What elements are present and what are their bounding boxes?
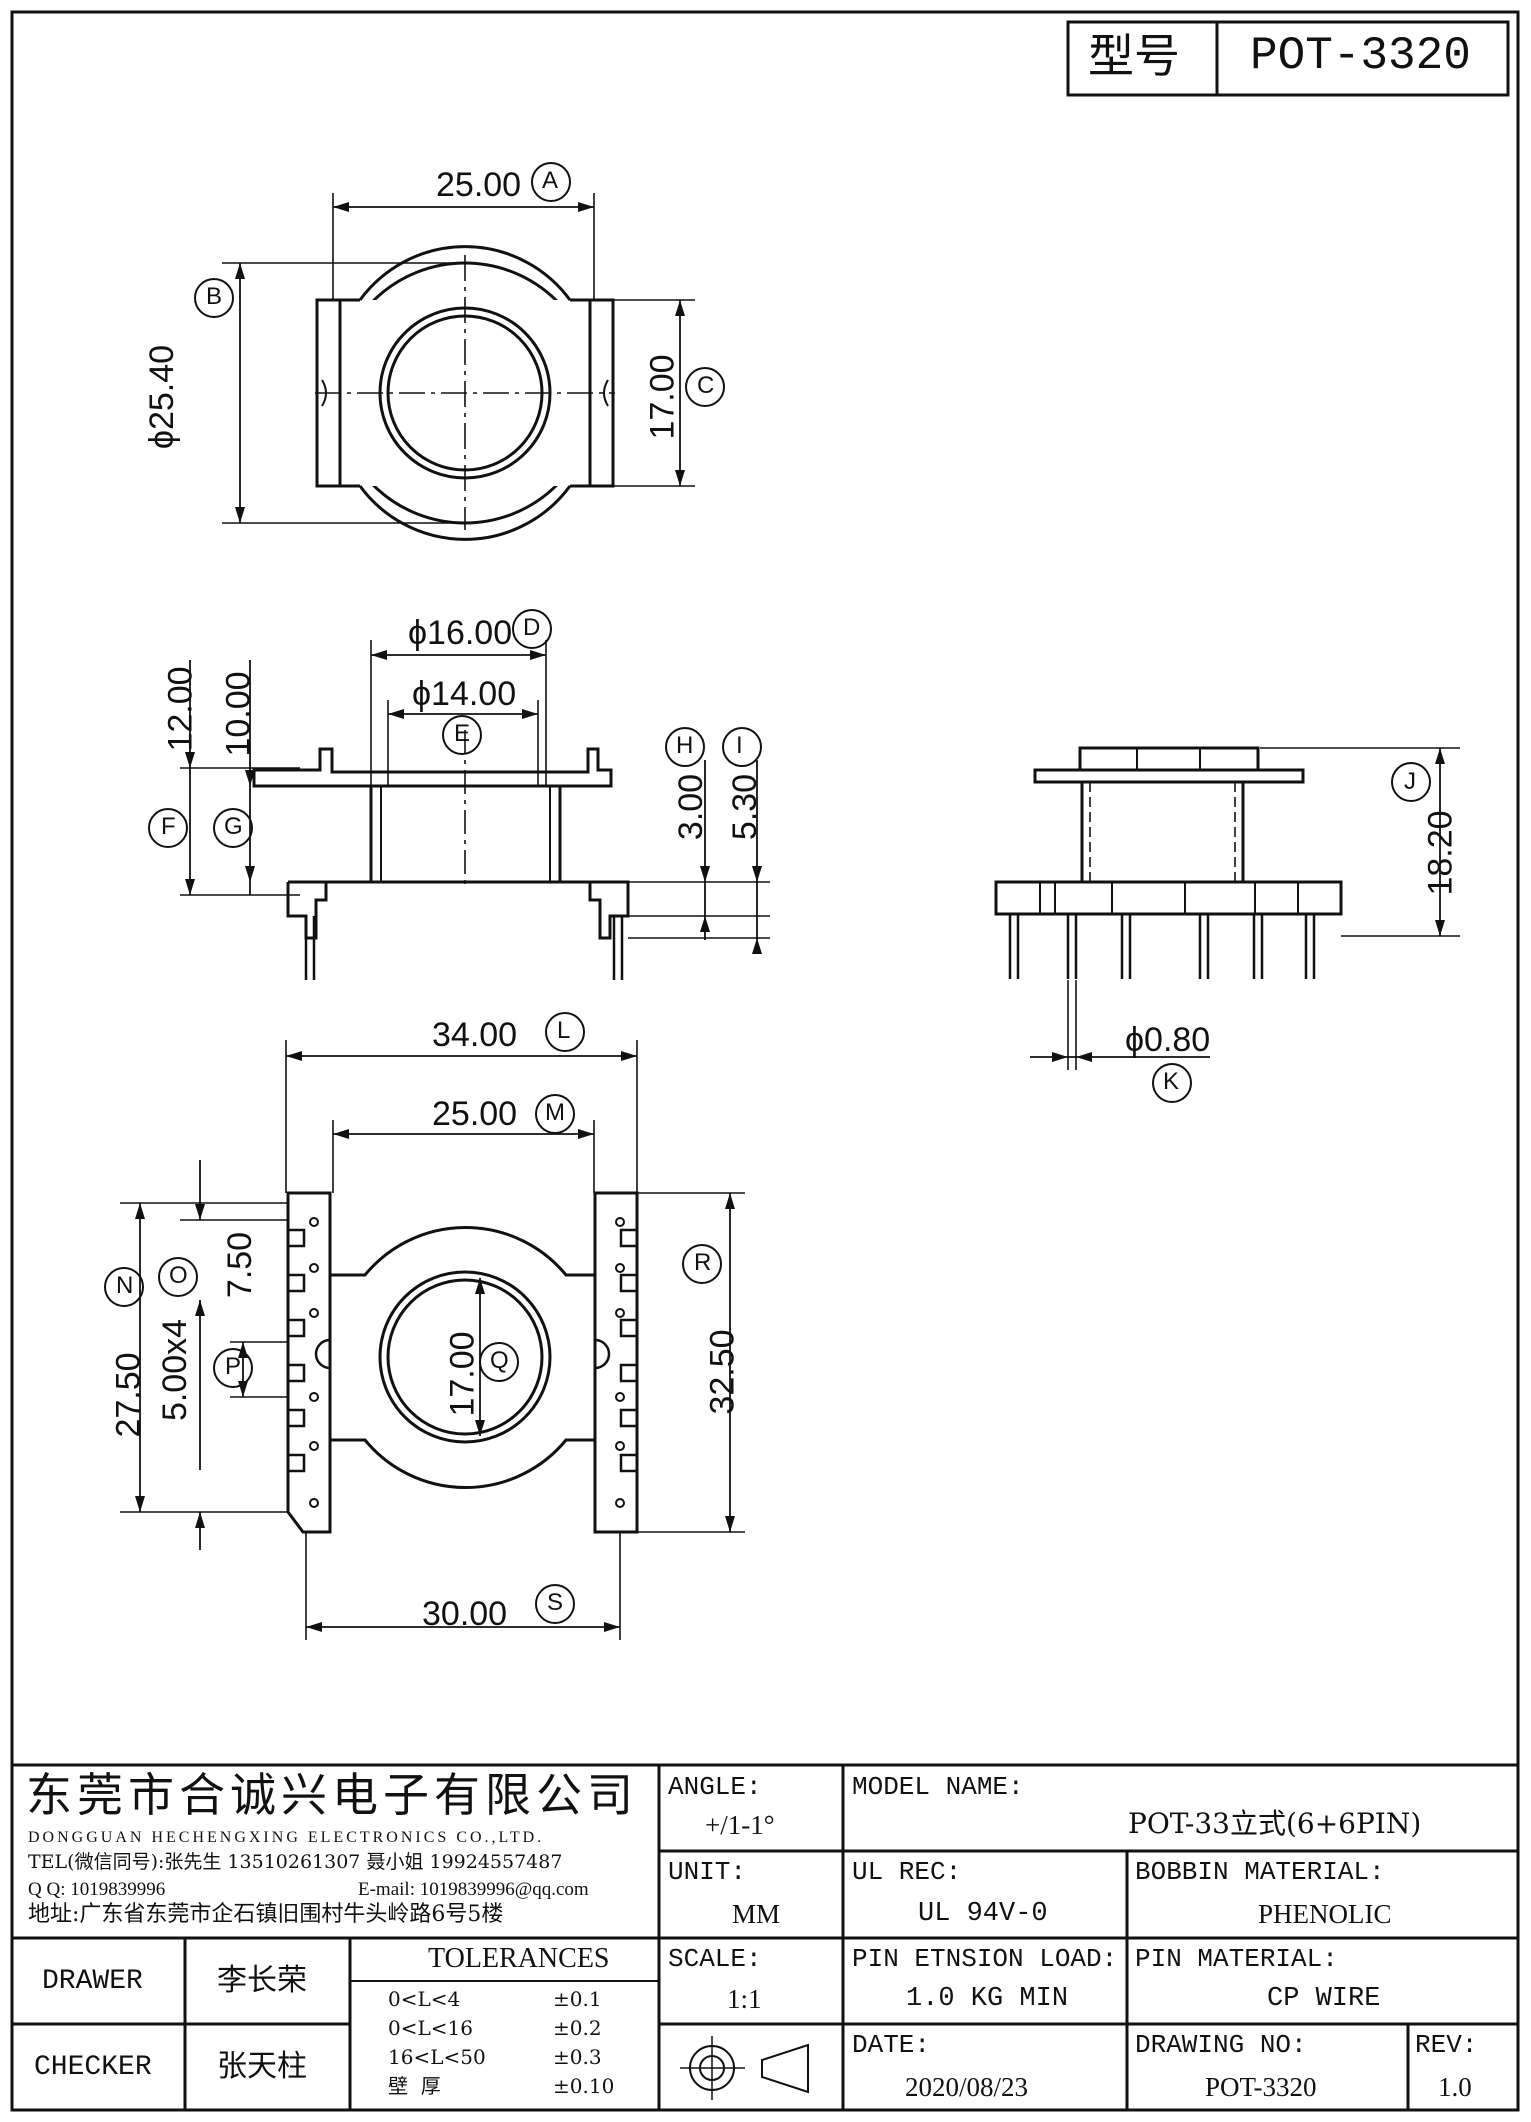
model-name-label: MODEL NAME: — [852, 1772, 1024, 1802]
company-tel: TEL(微信同号):张先生 13510261307 聂小姐 1992455748… — [28, 1851, 563, 1873]
scale-label: SCALE: — [668, 1944, 762, 1974]
tolerances-title: TOLERANCES — [428, 1943, 610, 1974]
date-label: DATE: — [852, 2030, 931, 2060]
model-header-label: 型号 — [1088, 29, 1180, 83]
unit-label: UNIT: — [668, 1857, 747, 1887]
dim-bot-w25: 25.00 — [432, 1095, 518, 1133]
company-address: 地址:广东省东莞市企石镇旧围村牛头岭路6号5楼 — [28, 1902, 504, 1927]
projection-symbol-icon — [680, 2036, 809, 2100]
tag-g: G — [224, 813, 243, 840]
tol-range-2: 0<L<16 — [388, 2016, 473, 2040]
tag-r: R — [694, 1249, 712, 1276]
drawing-no-value: POT-3320 — [1205, 2072, 1317, 2102]
tag-h: H — [676, 732, 694, 759]
tag-d: D — [523, 614, 541, 641]
tag-a: A — [542, 167, 559, 194]
tol-value-1: ±0.1 — [553, 1987, 602, 2011]
tag-n: N — [116, 1272, 134, 1299]
tag-l: L — [557, 1017, 571, 1044]
drawing-no-label: DRAWING NO: — [1135, 2030, 1307, 2060]
tol-value-4: ±0.10 — [553, 2074, 615, 2098]
dim-side-h3: 3.00 — [672, 773, 711, 841]
tag-j: J — [1404, 768, 1416, 795]
tol-value-3: ±0.3 — [553, 2045, 602, 2069]
side-view — [180, 640, 770, 980]
tol-range-4: 壁 厚 — [388, 2074, 441, 2098]
tol-value-2: ±0.2 — [553, 2016, 602, 2040]
outer-border — [10, 10, 1520, 2112]
dim-bot-h75: 7.50 — [221, 1231, 260, 1299]
bottom-view — [120, 1040, 745, 1640]
dim-bot-h17: 17.00 — [443, 1331, 482, 1417]
angle-value: +/1-1° — [705, 1810, 775, 1840]
header-box — [1066, 20, 1510, 97]
dim-bot-pitch: 5.00x4 — [156, 1318, 195, 1422]
dim-side-h10: 10.00 — [219, 671, 258, 757]
rev-value: 1.0 — [1438, 2072, 1472, 2102]
dimension-tag-circles — [104, 162, 1431, 1624]
top-view — [222, 193, 695, 541]
dim-pin-dia: ϕ0.80 — [1125, 1021, 1211, 1059]
tag-b: B — [206, 283, 223, 310]
unit-value: MM — [732, 1899, 781, 1929]
pin-load-value: 1.0 KG MIN — [906, 1984, 1069, 2014]
tag-p: P — [225, 1353, 242, 1380]
drawer-label: DRAWER — [42, 1966, 143, 1997]
company-name-en: DONGGUAN HECHENGXING ELECTRONICS CO.,LTD… — [28, 1829, 545, 1846]
model-header-value: POT-3320 — [1250, 30, 1471, 82]
dim-side-id: ϕ14.00 — [412, 675, 517, 713]
dim-top-width: 25.00 — [436, 166, 522, 204]
company-name-cn: 东莞市合诚兴电子有限公司 — [26, 1768, 638, 1822]
company-email: E-mail: 1019839996@qq.com — [358, 1879, 589, 1900]
date-value: 2020/08/23 — [905, 2072, 1029, 2102]
tag-f: F — [161, 813, 176, 840]
drawer-value: 李长荣 — [217, 1963, 307, 1998]
tol-range-1: 0<L<4 — [388, 1987, 461, 2011]
title-block-lines — [12, 1763, 1518, 2110]
tag-q: Q — [490, 1347, 509, 1374]
ul-value: UL 94V-0 — [918, 1899, 1048, 1929]
angle-label: ANGLE: — [668, 1772, 762, 1802]
ul-label: UL REC: — [852, 1857, 962, 1887]
dim-side-od: ϕ16.00 — [408, 614, 513, 652]
tag-i: I — [736, 732, 743, 759]
dim-bot-h32: 32.50 — [703, 1329, 742, 1415]
dim-side-h12: 12.00 — [161, 666, 200, 752]
right-view — [994, 746, 1460, 1070]
pin-material-value: CP WIRE — [1267, 1984, 1381, 2014]
rev-label: REV: — [1415, 2030, 1478, 2060]
tag-k: K — [1163, 1068, 1180, 1095]
dim-top-height: 17.00 — [643, 354, 682, 440]
pin-load-label: PIN ETNSION LOAD: — [852, 1944, 1118, 1974]
tag-m: M — [545, 1099, 565, 1126]
checker-label: CHECKER — [34, 2052, 152, 2083]
dim-right-h: 18.20 — [1421, 810, 1460, 896]
scale-value: 1:1 — [727, 1984, 762, 2014]
checker-value: 张天柱 — [217, 2049, 307, 2084]
model-name-value: POT-33立式(6+6PIN) — [1128, 1807, 1422, 1840]
dim-bot-w34: 34.00 — [432, 1016, 518, 1054]
bobbin-material-value: PHENOLIC — [1258, 1899, 1392, 1929]
tag-c: C — [697, 372, 715, 399]
tol-range-3: 16<L<50 — [388, 2045, 486, 2069]
dim-bot-h27: 27.50 — [109, 1352, 148, 1438]
tag-s: S — [547, 1589, 564, 1616]
company-qq: Q Q: 1019839996 — [28, 1879, 166, 1900]
dim-bot-w30: 30.00 — [422, 1595, 508, 1633]
tag-e: E — [454, 720, 471, 747]
tag-o: O — [169, 1262, 188, 1289]
dim-side-h5: 5.30 — [726, 773, 765, 841]
bobbin-material-label: BOBBIN MATERIAL: — [1135, 1857, 1385, 1887]
pin-material-label: PIN MATERIAL: — [1135, 1944, 1338, 1974]
dim-top-dia: ϕ25.40 — [143, 344, 182, 450]
